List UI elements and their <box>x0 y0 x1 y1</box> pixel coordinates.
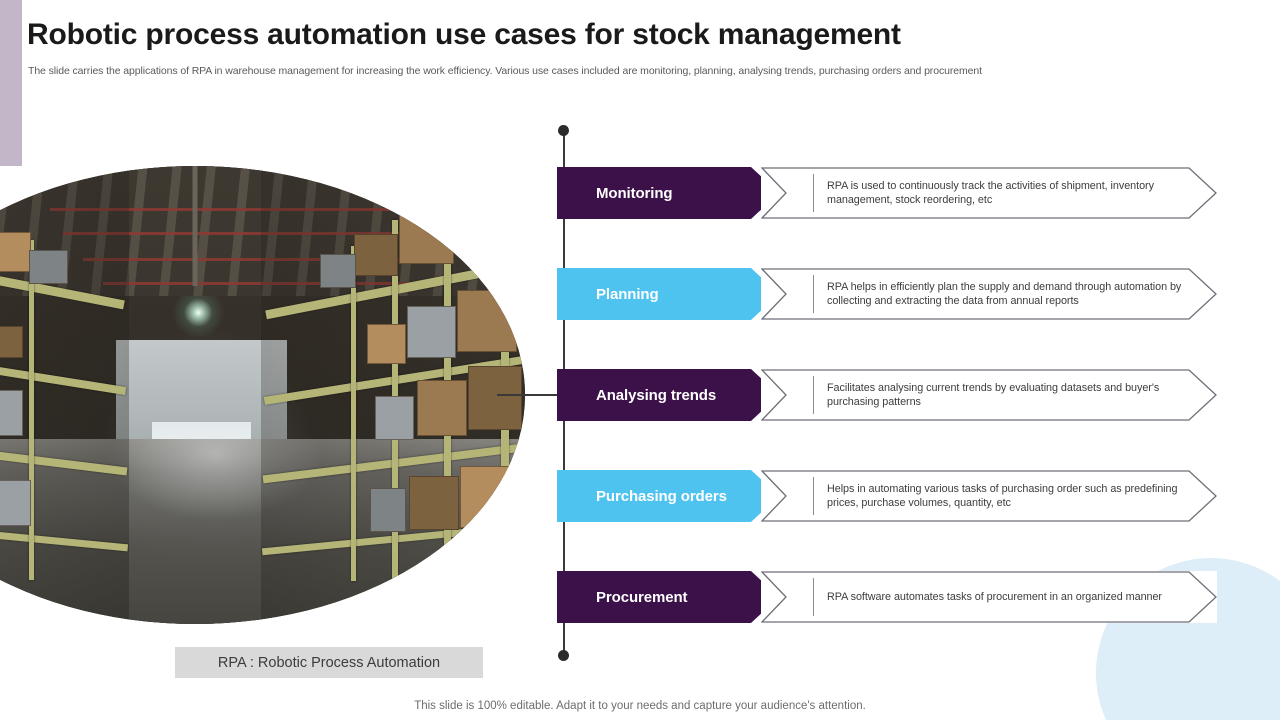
photo-lamp-pole <box>192 166 198 286</box>
use-case-label-text: Procurement <box>596 588 688 606</box>
use-case-description-purchasing-orders[interactable]: Helps in automating various tasks of pur… <box>761 470 1217 522</box>
timeline-top-dot <box>558 125 569 136</box>
page-title: Robotic process automation use cases for… <box>27 18 901 51</box>
hexagon-outline-icon <box>761 369 1217 421</box>
description-divider <box>813 477 814 515</box>
description-divider <box>813 376 814 414</box>
hexagon-outline-icon <box>761 167 1217 219</box>
use-case-row: Planning RPA helps in efficiently plan t… <box>0 268 1280 320</box>
use-case-label-analysing-trends[interactable]: Analysing trends <box>557 369 779 421</box>
use-case-label-text: Analysing trends <box>596 386 717 404</box>
warehouse-photo-scene <box>0 166 525 624</box>
use-case-label-planning[interactable]: Planning <box>557 268 779 320</box>
use-case-description-planning[interactable]: RPA helps in efficiently plan the supply… <box>761 268 1217 320</box>
use-case-row: Purchasing orders Helps in automating va… <box>0 470 1280 522</box>
photo-pipe <box>82 258 440 261</box>
use-case-label-monitoring[interactable]: Monitoring <box>557 167 779 219</box>
use-case-row: Analysing trends Facilitates analysing c… <box>0 369 1280 421</box>
use-case-label-purchasing-orders[interactable]: Purchasing orders <box>557 470 779 522</box>
use-case-row: Procurement RPA software automates tasks… <box>0 571 1280 623</box>
use-case-description-procurement[interactable]: RPA software automates tasks of procurem… <box>761 571 1217 623</box>
hexagon-outline-icon <box>761 470 1217 522</box>
warehouse-photo <box>0 166 525 624</box>
footer-note: This slide is 100% editable. Adapt it to… <box>414 700 866 712</box>
use-case-description-text: RPA software automates tasks of procurem… <box>827 591 1162 603</box>
page-subtitle: The slide carries the applications of RP… <box>28 65 982 77</box>
left-accent-strip <box>0 0 22 166</box>
legend-caption: RPA : Robotic Process Automation <box>175 647 483 678</box>
use-case-description-text: RPA is used to continuously track the ac… <box>827 180 1154 206</box>
use-case-description-text: RPA helps in efficiently plan the supply… <box>827 281 1182 307</box>
photo-rack-left <box>0 166 129 624</box>
use-case-label-text: Planning <box>596 285 659 303</box>
description-divider <box>813 174 814 212</box>
photo-connector-line <box>497 394 565 396</box>
use-case-description-text: Helps in automating various tasks of pur… <box>827 483 1178 509</box>
use-case-label-text: Purchasing orders <box>596 487 727 505</box>
photo-pipe <box>49 208 473 211</box>
hexagon-outline-icon <box>761 571 1217 623</box>
hexagon-outline-icon <box>761 268 1217 320</box>
use-case-description-text: Facilitates analysing current trends by … <box>827 382 1160 408</box>
description-divider <box>813 578 814 616</box>
use-case-description-monitoring[interactable]: RPA is used to continuously track the ac… <box>761 167 1217 219</box>
timeline-bottom-dot <box>558 650 569 661</box>
use-case-description-analysing-trends[interactable]: Facilitates analysing current trends by … <box>761 369 1217 421</box>
photo-rack-right <box>261 166 525 624</box>
use-case-label-procurement[interactable]: Procurement <box>557 571 779 623</box>
description-divider <box>813 275 814 313</box>
photo-pipe <box>63 232 459 235</box>
use-case-label-text: Monitoring <box>596 184 673 202</box>
use-case-row: Monitoring RPA is used to continuously t… <box>0 167 1280 219</box>
photo-pipe <box>102 282 420 285</box>
